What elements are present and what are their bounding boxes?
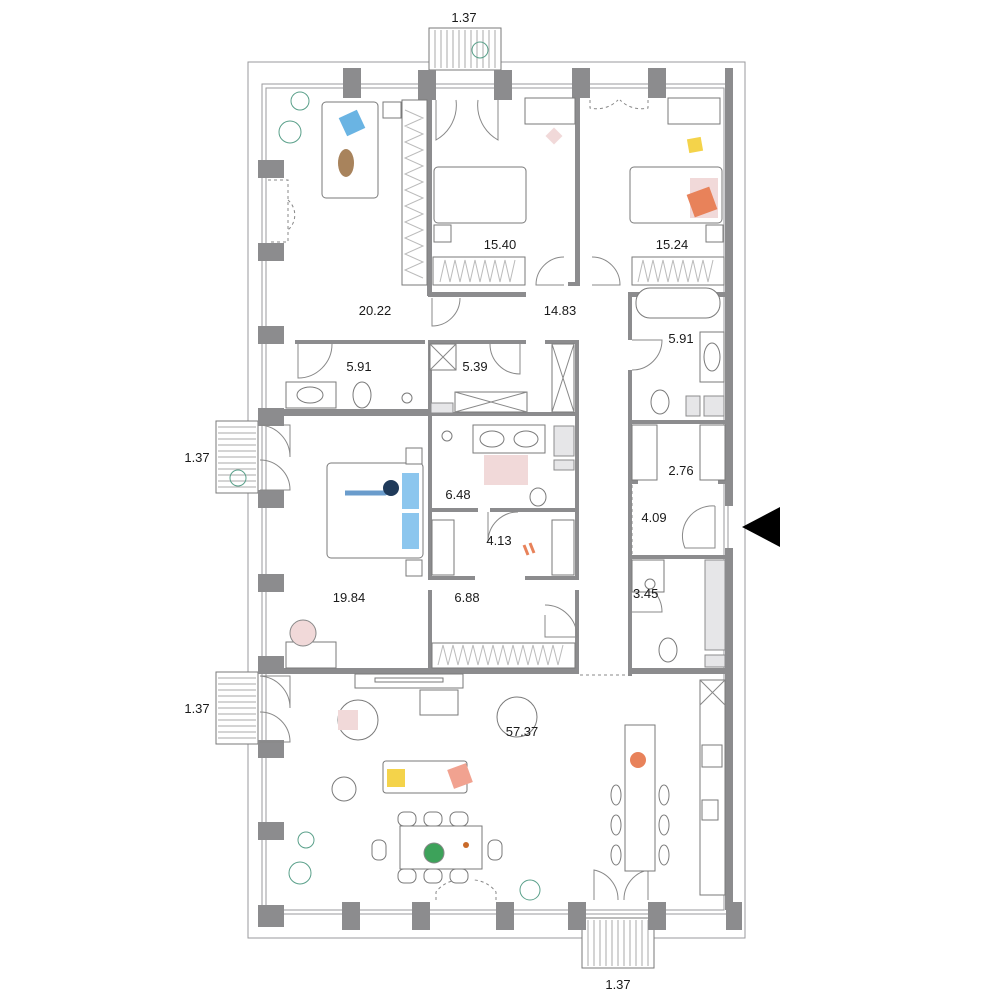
room-area-label: 15.40 <box>484 237 517 252</box>
plant-icon <box>278 120 302 144</box>
walls <box>258 68 733 910</box>
room-area-label: 6.88 <box>454 590 479 605</box>
wardrobes <box>401 99 726 669</box>
entrance-arrow-icon <box>742 507 780 547</box>
room-area-label: 4.13 <box>486 533 511 548</box>
balcony-west-lower <box>215 671 259 745</box>
balcony-area-label: 1.37 <box>605 977 630 992</box>
room-area-label: 57.37 <box>506 724 539 739</box>
pillow-icon <box>338 109 366 137</box>
plant-icon <box>519 879 541 901</box>
balcony-area-label: 1.37 <box>451 10 476 25</box>
zone-boundary <box>580 485 633 676</box>
room-area-label: 5.91 <box>668 331 693 346</box>
room-area-label: 15.24 <box>656 237 689 252</box>
room-area-label: 4.09 <box>641 510 666 525</box>
room-area-label: 19.84 <box>333 590 366 605</box>
room-labels: 20.22 15.40 15.24 14.83 5.91 5.39 5.91 2… <box>184 10 693 992</box>
room-area-label: 6.48 <box>445 487 470 502</box>
plant-icon <box>288 861 312 885</box>
balcony-area-label: 1.37 <box>184 450 209 465</box>
plant-icon <box>297 831 315 849</box>
balcony-north <box>428 27 502 71</box>
furniture <box>229 41 726 901</box>
room-area-label: 5.91 <box>346 359 371 374</box>
plant-icon <box>471 41 489 59</box>
room-area-label: 14.83 <box>544 303 577 318</box>
plant-icon <box>229 469 247 487</box>
room-area-label: 3.45 <box>633 586 658 601</box>
room-area-label: 5.39 <box>462 359 487 374</box>
doors[interactable] <box>259 99 716 901</box>
plant-icon <box>290 91 310 111</box>
cat-icon <box>338 149 354 177</box>
balcony-area-label: 1.37 <box>184 701 209 716</box>
balcony-south <box>581 917 655 969</box>
structural-columns <box>258 68 742 930</box>
room-area-label: 2.76 <box>668 463 693 478</box>
room-area-label: 20.22 <box>359 303 392 318</box>
balcony-west-upper <box>215 420 259 494</box>
